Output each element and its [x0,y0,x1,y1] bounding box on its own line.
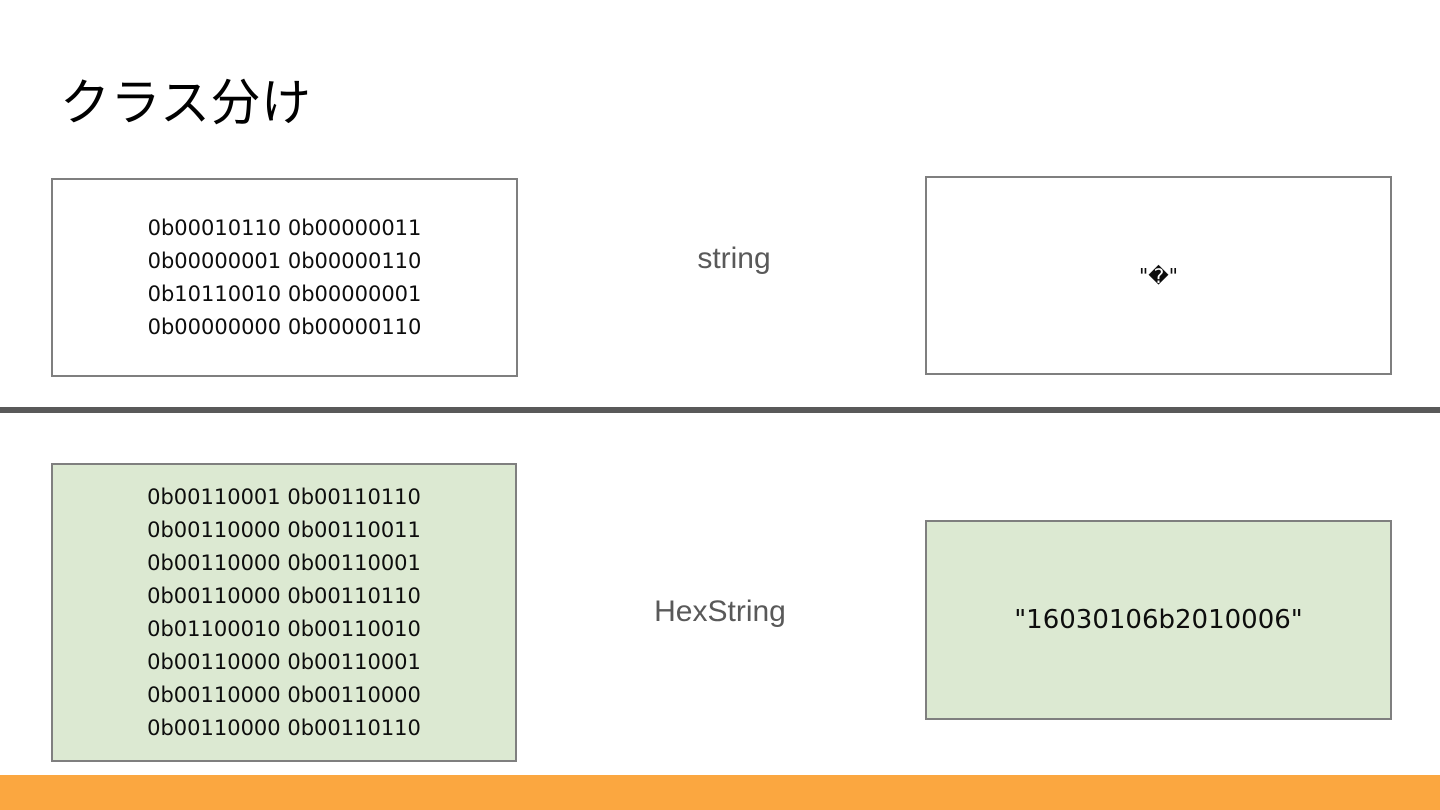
binary-lines-hexstring: 0b00110001 0b00110110 0b00110000 0b00110… [147,484,421,740]
class-label-string: string [697,242,771,275]
decoded-output-box-hexstring: "16030106b2010006" [925,520,1392,720]
class-label-hexstring: HexString [654,595,786,628]
binary-input-box-string: 0b00010110 0b00000011 0b00000001 0b00000… [51,178,518,377]
decoded-value-hexstring: "16030106b2010006" [1014,605,1303,635]
decoded-output-box-string: "�" [925,176,1392,375]
page-title: クラス分け [60,75,312,131]
footer-accent-bar [0,775,1440,810]
section-divider [0,407,1440,413]
binary-lines-string: 0b00010110 0b00000011 0b00000001 0b00000… [147,215,422,339]
binary-input-box-hexstring: 0b00110001 0b00110110 0b00110000 0b00110… [51,463,517,762]
decoded-value-string: "�" [1139,263,1178,288]
